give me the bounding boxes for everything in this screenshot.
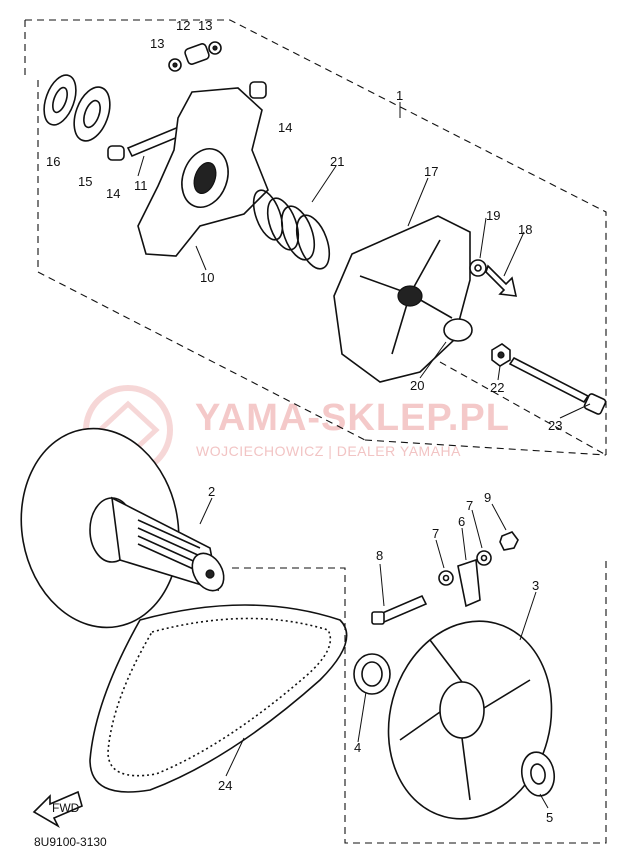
- cover-17: [333, 215, 471, 383]
- washer-16: [43, 74, 77, 126]
- belt-24: [89, 604, 348, 793]
- nut-9: [499, 531, 519, 551]
- spider-10: [137, 87, 269, 257]
- callout-14b: 14: [106, 186, 120, 201]
- callout-13b: 13: [198, 18, 212, 33]
- watermark: YAMA-SKLEP.PL WOJCIECHOWICZ | DEALER YAM…: [83, 385, 510, 475]
- leader-lines: [137, 102, 591, 809]
- watermark-subtitle: WOJCIECHOWICZ | DEALER YAMAHA: [196, 443, 461, 459]
- callout-24: 24: [218, 778, 232, 793]
- callout-23: 23: [548, 418, 562, 433]
- washer-7a: [438, 570, 454, 586]
- nut-22: [491, 343, 511, 367]
- fwd-label: FWD: [52, 801, 80, 815]
- callout-3: 3: [532, 578, 539, 593]
- bolt-23: [508, 356, 607, 415]
- washer-19: [469, 259, 487, 277]
- callout-13a: 13: [150, 36, 164, 51]
- assembly-boundary-upper: [24, 19, 607, 456]
- diagram-code: 8U9100-3130: [34, 835, 107, 849]
- callout-18: 18: [518, 222, 532, 237]
- callout-1: 1: [396, 88, 403, 103]
- callout-6: 6: [458, 514, 465, 529]
- bushing-20: [443, 318, 473, 342]
- assembly-boundary-lower: [232, 361, 607, 844]
- nut-13-right: [208, 41, 222, 55]
- callout-7a: 7: [432, 526, 439, 541]
- callout-labels: 1 2 3 4 5 6 7 7 8 9 10 11 12 13 13 14 14…: [46, 18, 562, 825]
- callout-20: 20: [410, 378, 424, 393]
- callout-21: 21: [330, 154, 344, 169]
- callout-11: 11: [134, 178, 148, 193]
- callout-5: 5: [546, 810, 553, 825]
- callout-17: 17: [424, 164, 438, 179]
- callout-22: 22: [490, 380, 504, 395]
- callout-4: 4: [354, 740, 361, 755]
- washer-5: [520, 751, 556, 797]
- callout-19: 19: [486, 208, 500, 223]
- callout-16: 16: [46, 154, 60, 169]
- washer-15: [73, 86, 111, 142]
- weight-14-top: [249, 81, 267, 99]
- callout-2: 2: [208, 484, 215, 499]
- weight-14-left: [107, 145, 125, 161]
- sheave-2: [20, 427, 225, 629]
- bolt-18: [485, 264, 518, 297]
- watermark-title: YAMA-SKLEP.PL: [195, 397, 510, 439]
- callout-14a: 14: [278, 120, 292, 135]
- callout-9: 9: [484, 490, 491, 505]
- callout-7b: 7: [466, 498, 473, 513]
- callout-12: 12: [176, 18, 190, 33]
- slider-6: [457, 558, 481, 608]
- collar-4: [353, 653, 391, 695]
- callout-15: 15: [78, 174, 92, 189]
- bolt-8: [371, 594, 428, 625]
- sheave-3: [387, 620, 553, 820]
- washer-7b: [476, 550, 492, 566]
- callout-8: 8: [376, 548, 383, 563]
- fwd-arrow-icon: FWD: [32, 790, 83, 829]
- spring-21: [252, 189, 331, 270]
- callout-10: 10: [200, 270, 214, 285]
- nut-13-left: [168, 58, 182, 72]
- collar-12: [184, 43, 210, 65]
